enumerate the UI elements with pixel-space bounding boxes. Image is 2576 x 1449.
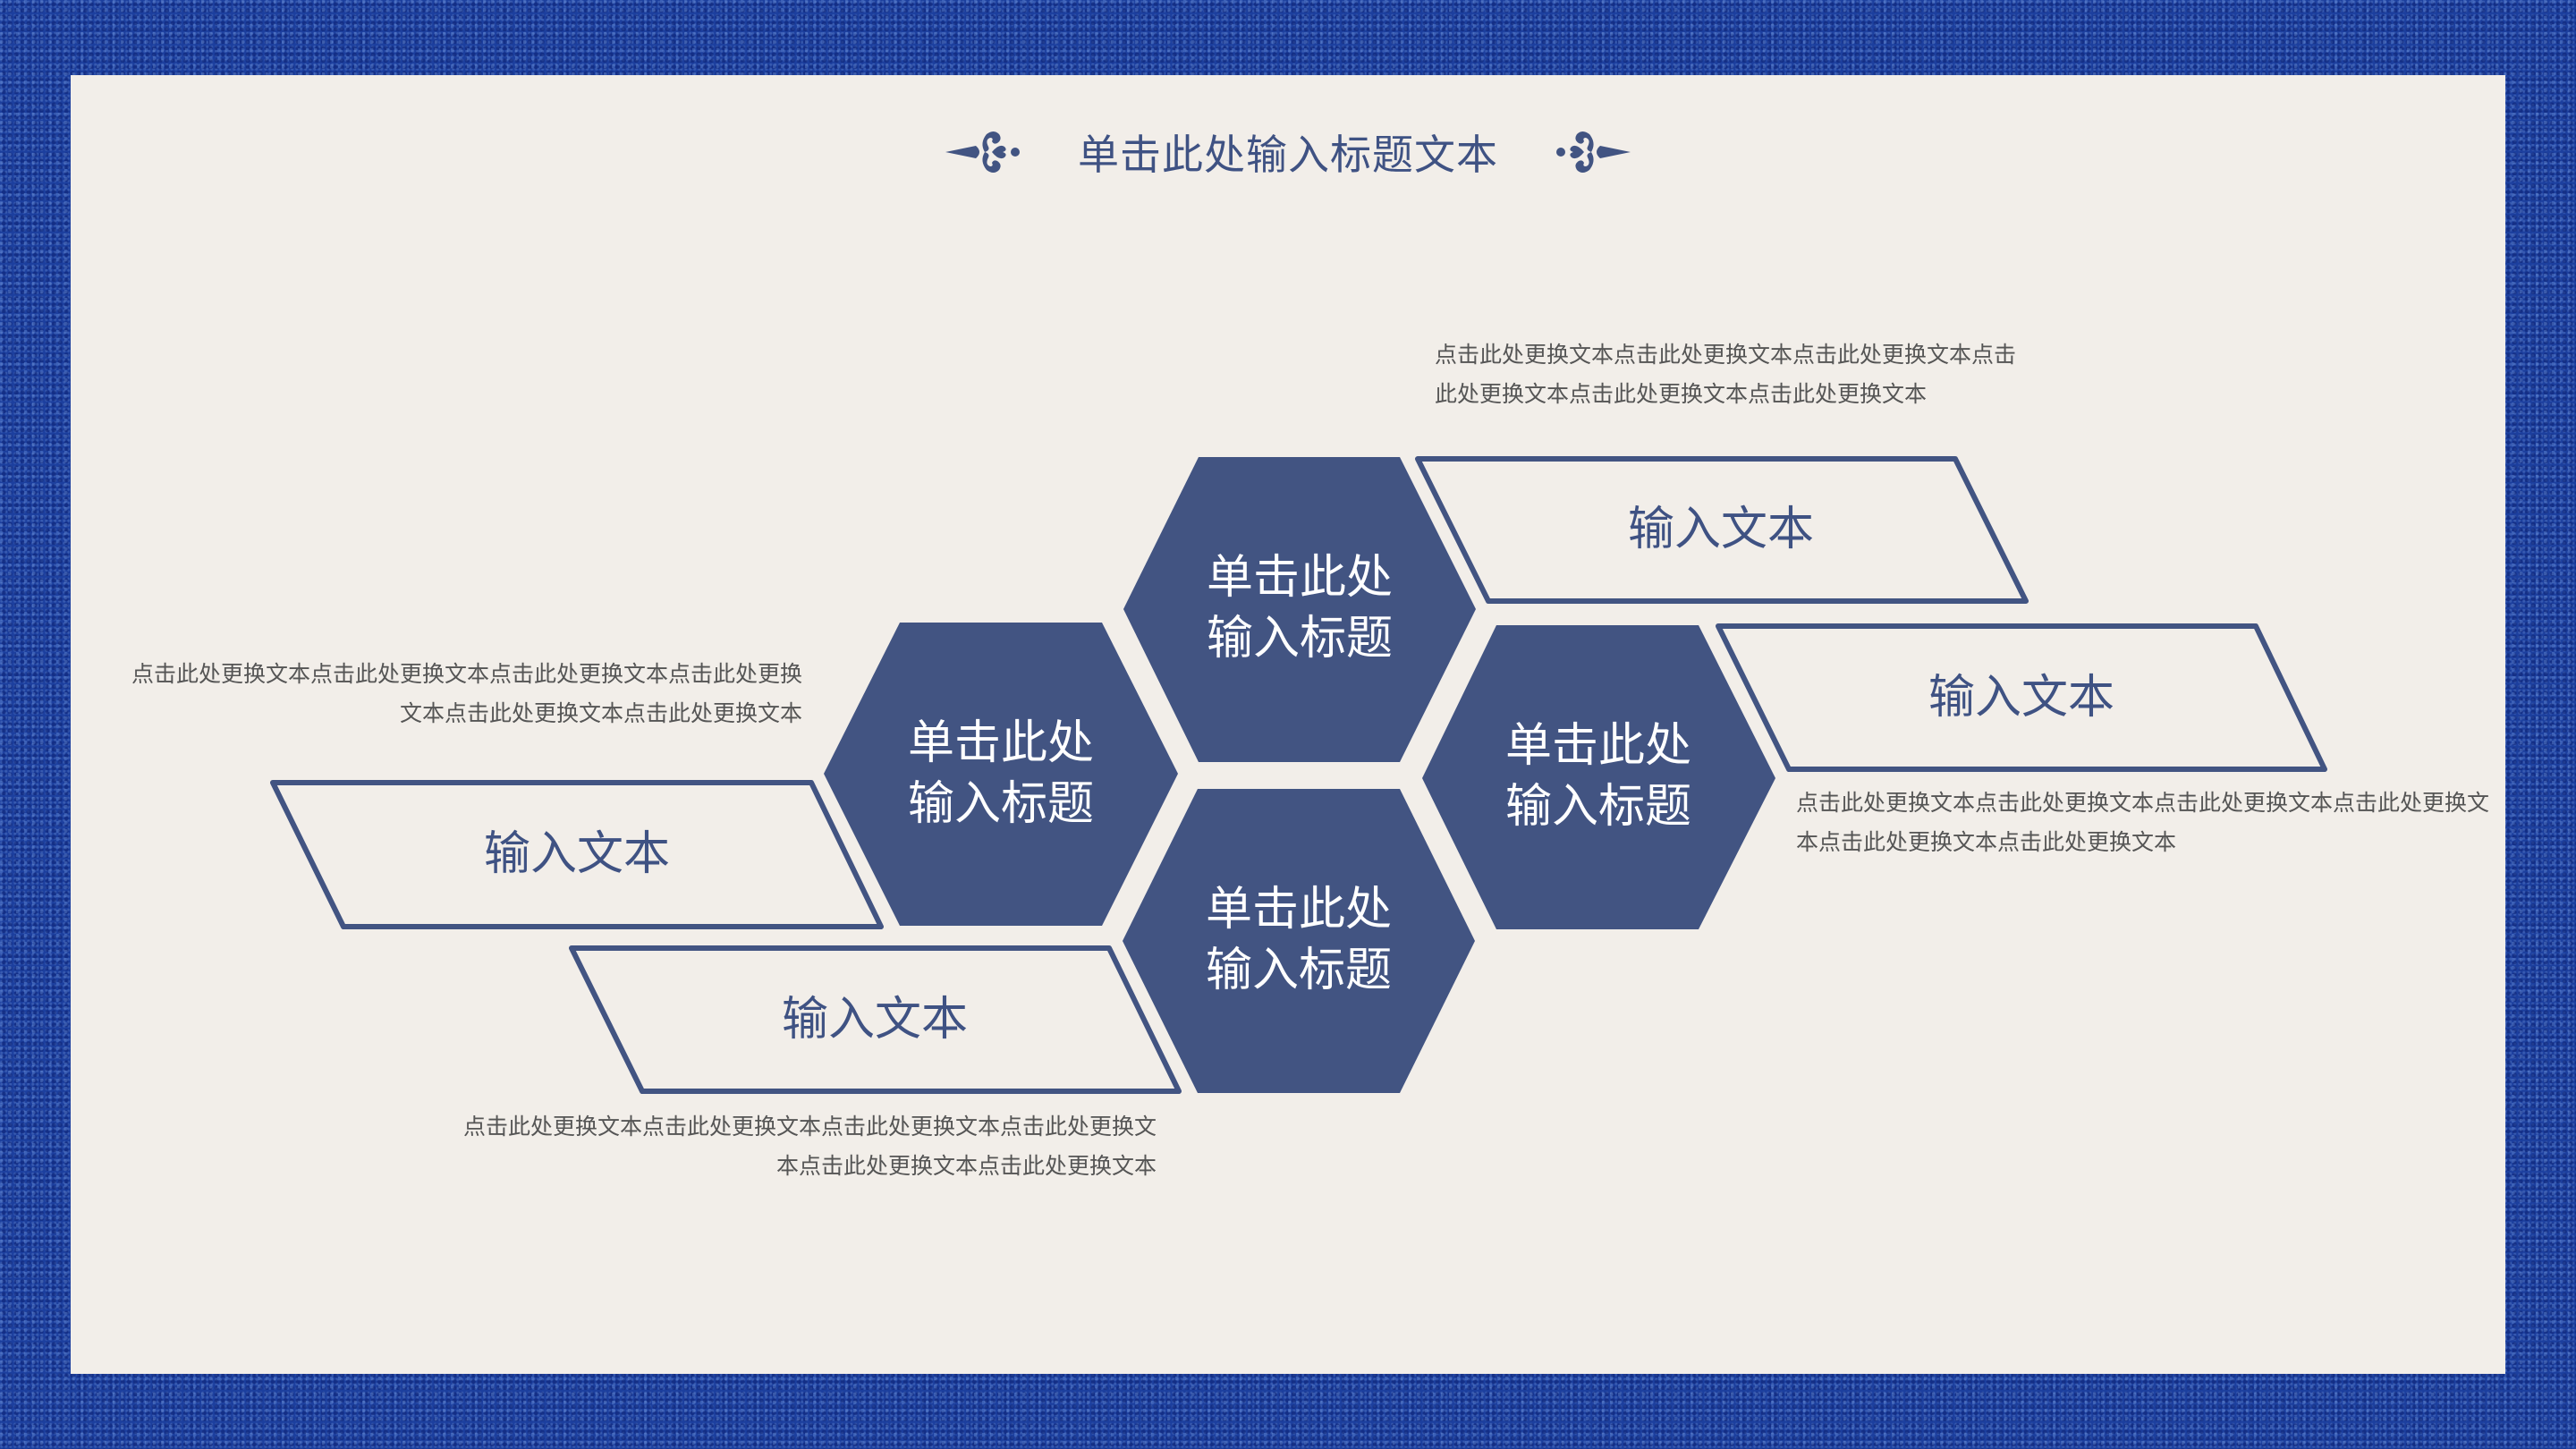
description-bottom[interactable]: 点击此处更换文本点击此处更换文本点击此处更换文本点击此处更换文 本点击此处更换文… xyxy=(463,1107,1157,1186)
label-left[interactable]: 输入文本 xyxy=(483,827,670,881)
left-scroll-ornament-icon xyxy=(945,131,1020,173)
label-box-right[interactable] xyxy=(1716,623,2327,772)
label-right[interactable]: 输入文本 xyxy=(1928,671,2114,724)
label-bottom-left[interactable]: 输入文本 xyxy=(781,993,968,1046)
hexagon-left[interactable] xyxy=(824,623,1178,926)
hex-line-1: 单击此处 xyxy=(1504,719,1691,773)
hexagon-bottom[interactable] xyxy=(1123,789,1475,1093)
hexagon-left-title[interactable]: 单击此处 输入标题 xyxy=(867,713,1135,835)
desc-line-1: 点击此处更换文本点击此处更换文本点击此处更换文本点击此处更换文 xyxy=(462,1114,1157,1140)
desc-line-1: 点击此处更换文本点击此处更换文本点击此处更换文本点击此处更换文 xyxy=(1796,790,2490,816)
description-top-right[interactable]: 点击此处更换文本点击此处更换文本点击此处更换文本点击 此处更换文本点击此处更换文… xyxy=(1435,335,2016,414)
label-top-right[interactable]: 输入文本 xyxy=(1627,503,1814,556)
description-left[interactable]: 点击此处更换文本点击此处更换文本点击此处更换文本点击此处更换 文本点击此处更换文… xyxy=(131,655,802,733)
label-box-bottom-left[interactable] xyxy=(569,945,1182,1094)
hex-line-2: 输入标题 xyxy=(1205,944,1392,997)
description-right[interactable]: 点击此处更换文本点击此处更换文本点击此处更换文本点击此处更换文 本点击此处更换文… xyxy=(1796,784,2489,862)
label-box-left[interactable] xyxy=(270,780,884,929)
hexagon-bottom-title[interactable]: 单击此处 输入标题 xyxy=(1165,879,1433,1001)
hex-line-2: 输入标题 xyxy=(907,777,1094,831)
right-scroll-ornament-icon xyxy=(1556,131,1631,173)
hexagon-right-title[interactable]: 单击此处 输入标题 xyxy=(1464,716,1733,837)
hex-line-1: 单击此处 xyxy=(907,716,1094,770)
desc-line-2: 本点击此处更换文本点击此处更换文本 xyxy=(775,1153,1157,1179)
desc-line-1: 点击此处更换文本点击此处更换文本点击此处更换文本点击此处更换 xyxy=(131,661,802,687)
hex-line-1: 单击此处 xyxy=(1205,883,1392,936)
title-bar: 单击此处输入标题文本 xyxy=(0,125,2576,179)
desc-line-2: 此处更换文本点击此处更换文本点击此处更换文本 xyxy=(1435,381,1928,407)
desc-line-2: 文本点击此处更换文本点击此处更换文本 xyxy=(399,700,802,726)
hexagon-right[interactable] xyxy=(1422,625,1775,929)
hex-line-1: 单击此处 xyxy=(1206,551,1393,605)
hex-line-2: 输入标题 xyxy=(1206,612,1393,665)
desc-line-2: 本点击此处更换文本点击此处更换文本 xyxy=(1796,829,2177,855)
hexagon-top-title[interactable]: 单击此处 输入标题 xyxy=(1165,547,1434,669)
desc-line-1: 点击此处更换文本点击此处更换文本点击此处更换文本点击 xyxy=(1435,342,2017,368)
label-box-top-right[interactable] xyxy=(1415,456,2029,604)
slide-title[interactable]: 单击此处输入标题文本 xyxy=(1078,131,1498,179)
hex-line-2: 输入标题 xyxy=(1504,780,1691,834)
hexagon-top[interactable] xyxy=(1123,457,1476,762)
